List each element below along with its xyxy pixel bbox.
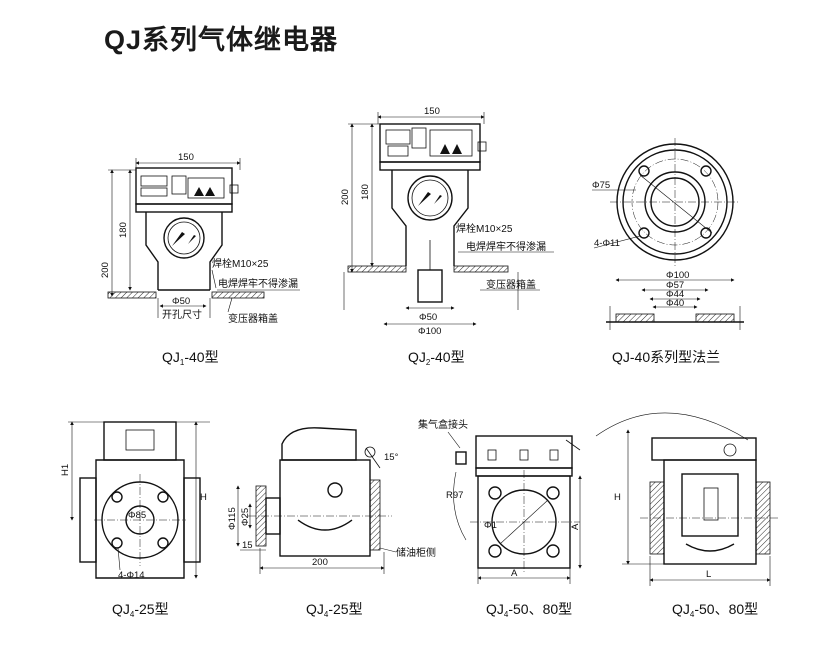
diagram-qj4-25-front: Φ85 4-Φ14 H1 H QJ4-25型 xyxy=(60,421,210,619)
qj2-caption-sub: 2 xyxy=(426,358,431,367)
qj1-dim-width: 150 xyxy=(178,152,194,163)
svg-text:QJ1-40型: QJ1-40型 xyxy=(162,349,219,367)
qj4-50-dim-a-v: A xyxy=(570,523,581,530)
qj4-25a-caption-suffix: -25型 xyxy=(134,601,168,617)
qj1-caption-suffix: -40型 xyxy=(184,349,218,365)
qj2-label-tank: 变压器箱盖 xyxy=(486,278,536,291)
flange-dim-phi100: Φ100 xyxy=(666,270,689,281)
flange-caption: QJ-40系列型法兰 xyxy=(612,349,720,365)
flange-dim-phi75: Φ75 xyxy=(592,180,610,191)
page-title: QJ系列气体继电器 xyxy=(104,25,339,55)
qj2-caption-suffix: -40型 xyxy=(430,349,464,365)
svg-text:QJ4-50、80型: QJ4-50、80型 xyxy=(486,601,572,619)
flange-dim-phi44: Φ44 xyxy=(666,289,684,300)
svg-text:QJ4-25型: QJ4-25型 xyxy=(112,601,169,619)
qj4-25b-caption-main: QJ xyxy=(306,601,324,617)
qj4-25-dim-angle: 15° xyxy=(384,452,399,463)
qj4-25b-caption-suffix: -25型 xyxy=(328,601,362,617)
qj4-50a-caption-sub: 4 xyxy=(504,610,509,619)
qj1-dim-200: 200 xyxy=(100,262,111,278)
qj1-label-bolt: 焊栓M10×25 xyxy=(212,257,269,270)
qj2-dim-phi50: Φ50 xyxy=(419,312,437,323)
qj2-dim-200: 200 xyxy=(340,189,351,205)
svg-text:QJ2-40型: QJ2-40型 xyxy=(408,349,465,367)
qj4-50-dim-l: L xyxy=(706,569,711,580)
qj4-25b-caption-sub: 4 xyxy=(324,610,329,619)
qj4-25-dim-15: 15 xyxy=(242,540,253,551)
qj4-50-dim-h: H xyxy=(614,492,621,503)
qj4-25-dim-h: H xyxy=(200,492,207,503)
qj4-50-dim-phi: Φ1 xyxy=(484,520,497,531)
qj4-25-dim-holes: 4-Φ14 xyxy=(118,570,145,581)
qj4-25-dim-phi85: Φ85 xyxy=(128,510,146,521)
qj2-dim-width: 150 xyxy=(424,106,440,117)
qj1-caption-main: QJ xyxy=(162,349,180,365)
diagram-qj4-50-front: 集气盒接头 Φ1 R97 R97 A A QJ4-50、80型 xyxy=(418,418,582,619)
flange-dim-phi57: Φ57 xyxy=(666,280,684,291)
diagram-qj1-40: 150 180 200 焊栓M10×25 电焊焊牢不得渗漏 Φ50 开孔 xyxy=(100,152,300,367)
qj4-25a-caption-main: QJ xyxy=(112,601,130,617)
diagram-qj2-40: 150 180 200 焊栓M10×25 电焊焊牢不得渗漏 变压器箱盖 xyxy=(340,106,554,367)
svg-text:QJ4-25型: QJ4-25型 xyxy=(306,601,363,619)
qj4-25-dim-phi25: Φ25 xyxy=(240,508,251,526)
qj4-25-dim-h1: H1 xyxy=(60,464,71,476)
flange-dim-phi40: Φ40 xyxy=(666,298,684,309)
qj4-50-label-gas: 集气盒接头 xyxy=(418,418,468,431)
diagram-qj4-50-side: H L QJ4-50、80型 xyxy=(595,412,780,619)
qj2-caption-main: QJ xyxy=(408,349,426,365)
flange-dim-holes: 4-Φ11 xyxy=(594,238,620,249)
qj1-dim-180: 180 xyxy=(118,222,129,238)
qj4-50a-caption-main: QJ xyxy=(486,601,504,617)
qj4-50a-caption-suffix: -50、80型 xyxy=(508,601,572,617)
qj1-label-hole: 开孔尺寸 xyxy=(162,308,202,321)
qj1-caption-sub: 1 xyxy=(180,358,185,367)
qj2-label-weld: 电焊焊牢不得渗漏 xyxy=(466,240,546,253)
qj4-25a-caption-sub: 4 xyxy=(130,610,135,619)
qj4-50b-caption-sub: 4 xyxy=(690,610,695,619)
qj1-label-tank: 变压器箱盖 xyxy=(228,312,278,325)
qj2-dim-phi100: Φ100 xyxy=(418,326,441,337)
diagram-qj40-flange: Φ75 4-Φ11 Φ100 Φ57 Φ44 Φ40 QJ-40系列型法兰 xyxy=(592,138,744,365)
diagram-qj4-25-side: 15° Φ115 Φ25 15 200 储油柜侧 QJ4-25型 xyxy=(227,427,436,619)
qj4-50b-caption-main: QJ xyxy=(672,601,690,617)
qj2-dim-180: 180 xyxy=(360,184,371,200)
qj4-25-dim-200: 200 xyxy=(312,557,328,568)
qj4-25-label-tank: 储油柜侧 xyxy=(396,546,436,559)
qj4-50-dim-a-h: A xyxy=(511,568,518,579)
svg-text:QJ4-50、80型: QJ4-50、80型 xyxy=(672,601,758,619)
qj1-dim-phi50: Φ50 xyxy=(172,296,190,307)
qj4-25-dim-phi115: Φ115 xyxy=(227,507,238,530)
qj4-50b-caption-suffix: -50、80型 xyxy=(694,601,758,617)
qj1-label-weld: 电焊焊牢不得渗漏 xyxy=(218,277,298,290)
qj2-label-bolt: 焊栓M10×25 xyxy=(456,222,513,235)
qj4-50-dim-r-visible: R97 xyxy=(446,490,463,501)
